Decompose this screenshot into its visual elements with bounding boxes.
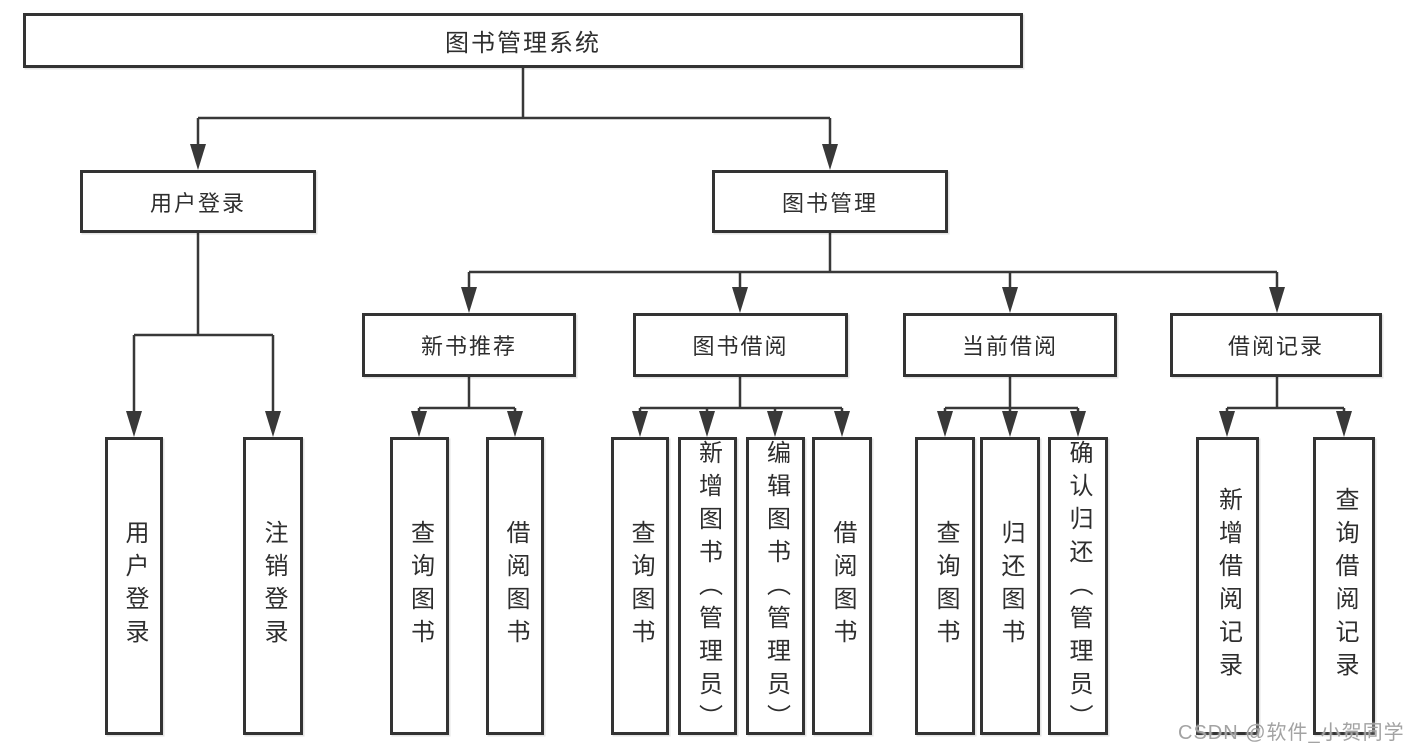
connector-lines [132, 68, 1346, 413]
leaf-borrow-books: 借阅图书 [812, 437, 872, 735]
leaf-return-books: 归还图书 [980, 437, 1040, 735]
arrowheads [126, 144, 1352, 437]
node-new-book-recommendation: 新书推荐 [362, 313, 576, 377]
leaf-query-books-recommend: 查询图书 [390, 437, 449, 735]
leaf-add-book-admin: 新增图书（管理员） [678, 437, 737, 737]
leaf-user-login: 用户登录 [105, 437, 163, 735]
node-user-login: 用户登录 [80, 170, 316, 233]
node-book-management: 图书管理 [712, 170, 948, 233]
node-borrowing-records: 借阅记录 [1170, 313, 1382, 377]
leaf-query-books-current: 查询图书 [915, 437, 975, 735]
watermark-text: CSDN @软件_小贺同学 [1178, 722, 1405, 744]
leaf-query-borrow-record: 查询借阅记录 [1313, 437, 1375, 735]
leaf-logout-login: 注销登录 [243, 437, 303, 735]
node-current-borrowing: 当前借阅 [903, 313, 1117, 377]
node-library-system: 图书管理系统 [23, 13, 1023, 68]
leaf-borrow-books-recommend: 借阅图书 [486, 437, 544, 735]
leaf-edit-book-admin: 编辑图书（管理员） [746, 437, 805, 737]
node-book-borrowing: 图书借阅 [633, 313, 848, 377]
leaf-confirm-return-admin: 确认归还（管理员） [1048, 437, 1108, 737]
leaf-add-borrow-record: 新增借阅记录 [1196, 437, 1259, 735]
leaf-query-books-borrowing: 查询图书 [611, 437, 669, 735]
